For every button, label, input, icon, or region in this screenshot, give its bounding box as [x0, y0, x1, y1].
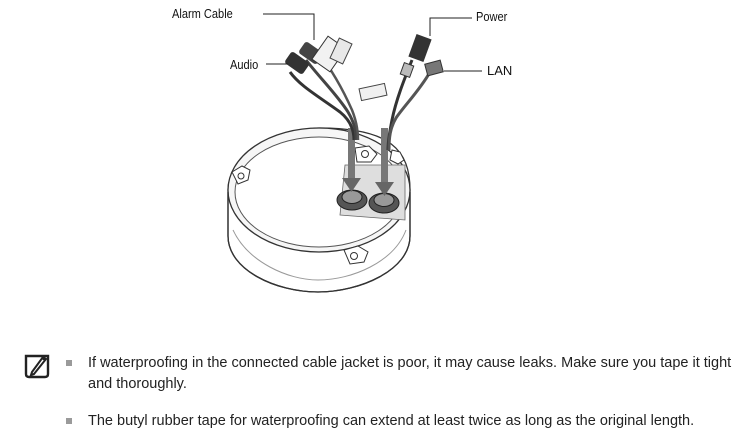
bullet-square	[66, 418, 72, 424]
callout-power: Power	[476, 9, 508, 24]
lan-cable	[387, 71, 432, 151]
note-item: If waterproofing in the connected cable …	[66, 353, 738, 395]
note-text: The butyl rubber tape for waterproofing …	[88, 413, 695, 429]
callout-lan: LAN	[487, 63, 513, 78]
installation-diagram: Alarm Cable Audio Power LAN	[172, 6, 513, 293]
audio-cable	[288, 71, 356, 141]
callout-alarm-cable: Alarm Cable	[172, 6, 233, 21]
callout-audio: Audio	[230, 57, 259, 72]
camera-base-illustration	[227, 13, 482, 293]
bullet-square	[66, 360, 72, 366]
arrow-left	[348, 128, 355, 180]
note-text: If waterproofing in the connected cable …	[88, 355, 732, 392]
note-item: The butyl rubber tape for waterproofing …	[66, 411, 738, 432]
arrow-right	[381, 128, 388, 184]
note-pencil-icon	[24, 354, 50, 379]
